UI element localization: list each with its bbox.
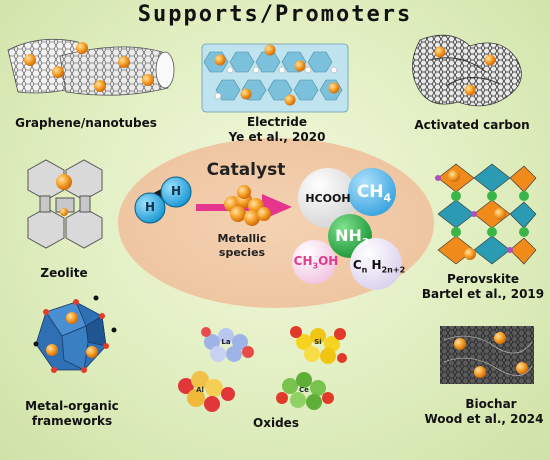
activated-carbon-art (412, 34, 522, 107)
label-activated-carbon: Activated carbon (414, 118, 530, 132)
metal-particle (24, 54, 36, 66)
la-oxide-cluster (201, 327, 254, 362)
metal-particle (516, 362, 528, 374)
ch3oh-rest: OH (318, 254, 339, 268)
cnh-bubble (350, 238, 402, 290)
label-oxides: Oxides (253, 416, 299, 430)
metal-particle (56, 174, 72, 190)
metal-particle (118, 56, 130, 68)
metal-particle (284, 94, 296, 106)
metal-particle (240, 88, 252, 100)
ch3oh-bubble (292, 240, 336, 284)
si-oxide-cluster (290, 326, 347, 364)
hcooh-bubble (298, 168, 358, 228)
metal-particle (328, 82, 340, 94)
label-nh3: NH3 (330, 226, 374, 248)
metal-particle (46, 344, 58, 356)
metal-particle (86, 346, 98, 358)
metal-particle (484, 54, 496, 66)
zeolite-art (27, 159, 103, 249)
label-metallic-line2: species (218, 246, 266, 259)
oxide-clusters-art (178, 326, 347, 412)
al-oxide-cluster (178, 371, 235, 412)
nh3-sub: 3 (361, 237, 369, 249)
metal-particle (494, 332, 506, 344)
ch4-bubble (348, 168, 396, 216)
h-atom-label-left: H (144, 200, 156, 214)
label-graphene: Graphene/nanotubes (15, 116, 157, 130)
metal-particle (60, 208, 68, 216)
metal-particle (264, 44, 276, 56)
cnh-n: n (361, 265, 368, 275)
label-la: La (221, 338, 231, 346)
cnh-h: H (367, 258, 382, 272)
nh3-main: NH (335, 226, 362, 245)
metal-particle (434, 46, 446, 58)
label-cnh2n2: Cn H2n+2 (344, 258, 414, 274)
hydrogen-molecule (134, 176, 192, 224)
metal-particle (52, 66, 64, 78)
ch3oh-sub: 3 (312, 261, 319, 271)
electride-art (201, 43, 349, 113)
biochar-art (440, 326, 534, 384)
metal-particle (474, 366, 486, 378)
perovskite-art (435, 163, 537, 265)
label-biochar-ref: Wood et al., 2024 (424, 412, 544, 426)
h-atom-label-right: H (170, 184, 182, 198)
label-mof-line1: Metal-organic (25, 399, 119, 413)
label-perovskite-ref: Bartel et al., 2019 (421, 287, 545, 301)
label-metallic-line1: Metallic (217, 232, 267, 245)
product-bubbles (292, 168, 402, 290)
ch3oh-main: CH (293, 254, 313, 268)
label-zeolite: Zeolite (40, 266, 88, 280)
label-electride-ref: Ye et al., 2020 (228, 130, 326, 144)
metal-particle (464, 248, 476, 260)
label-ch4: CH4 (352, 182, 396, 204)
label-mof-line2: frameworks (31, 414, 113, 428)
metal-particle (142, 74, 154, 86)
cnh-c: C (352, 258, 362, 272)
metal-particle (294, 60, 306, 72)
metal-particle (454, 338, 466, 350)
label-si: Si (314, 338, 322, 346)
metal-particle (66, 312, 78, 324)
label-catalyst: Catalyst (206, 160, 286, 180)
label-hcooh: HCOOH (305, 192, 351, 205)
metallic-species-cluster (224, 185, 271, 226)
mof-art (33, 295, 117, 373)
ch4-sub: 4 (383, 191, 392, 205)
metal-particle (464, 84, 476, 96)
metal-particle (214, 54, 226, 66)
graphene-nanotube-art (7, 38, 175, 96)
label-al: Al (196, 386, 204, 394)
label-electride: Electride (246, 115, 308, 129)
ch4-main: CH (356, 182, 384, 202)
metal-particle (448, 170, 460, 182)
label-ch3oh: CH3OH (288, 254, 344, 270)
metal-particle (76, 42, 88, 54)
label-ce: Ce (299, 386, 309, 394)
metal-particle (94, 80, 106, 92)
ce-oxide-cluster (276, 372, 334, 410)
metal-particle (494, 208, 506, 220)
label-biochar: Biochar (465, 397, 517, 411)
figure-title: Supports/Promoters (137, 2, 413, 27)
label-perovskite: Perovskite (446, 272, 520, 286)
cnh-2n2: 2n+2 (381, 265, 406, 275)
